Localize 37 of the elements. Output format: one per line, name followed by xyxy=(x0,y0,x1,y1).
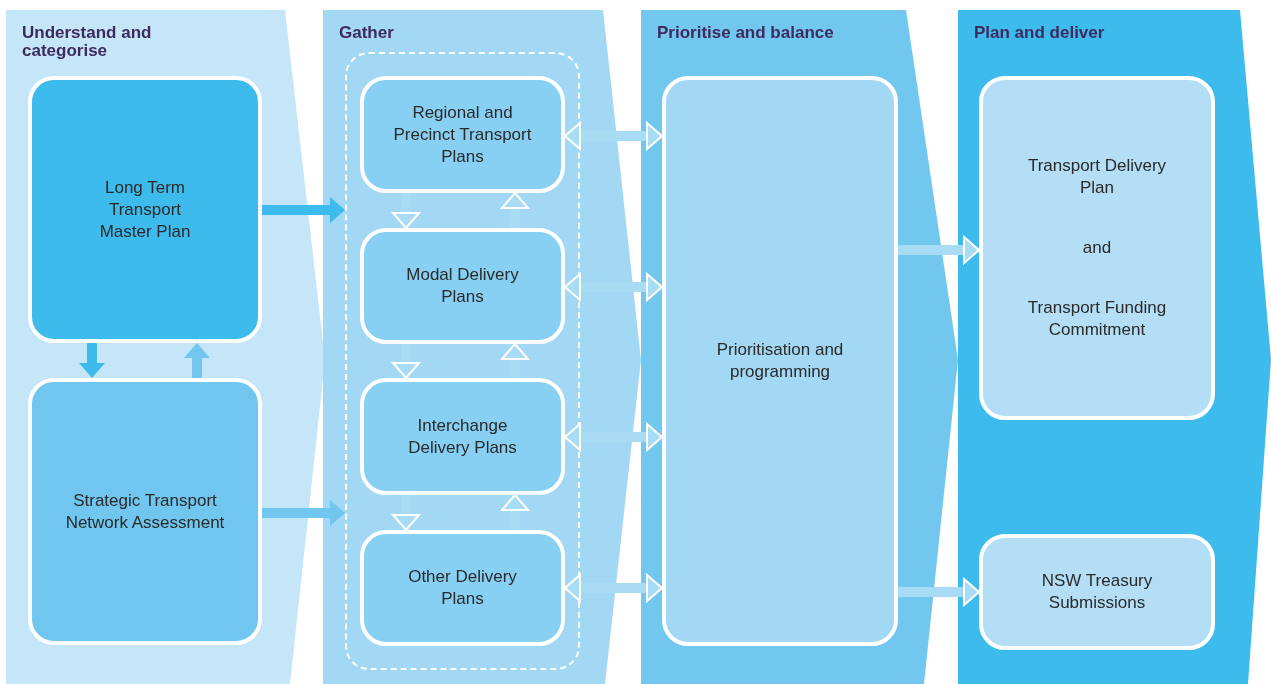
phase-title: Prioritise and balance xyxy=(657,24,835,42)
box-text: Strategic Transport Network Assessment xyxy=(64,489,226,534)
box-text: Transport Delivery Plan xyxy=(1026,155,1168,199)
block-arrow xyxy=(262,197,345,223)
dashed-group-outline xyxy=(345,52,580,670)
phase-title: Understand and categorise xyxy=(22,24,153,60)
box-text: Prioritisation and programming xyxy=(715,339,845,383)
box-text: NSW Treasury Submissions xyxy=(1040,570,1154,614)
phase-band xyxy=(641,10,958,684)
block-arrow xyxy=(564,574,663,602)
phase-title: Gather xyxy=(339,24,395,42)
rounded-process-box xyxy=(28,378,262,645)
rounded-process-box xyxy=(360,530,565,646)
phase-band xyxy=(958,10,1271,684)
box-text: Interchange Delivery Plans xyxy=(407,414,518,459)
box-text: Regional and Precinct Transport Plans xyxy=(392,101,533,168)
phase-band xyxy=(323,10,641,684)
rounded-process-box xyxy=(28,76,262,343)
box-text: Transport Funding Commitment xyxy=(1026,297,1168,341)
phase-title: Plan and deliver xyxy=(974,24,1106,42)
box-text: Other Delivery Plans xyxy=(407,566,518,610)
rounded-process-box xyxy=(662,76,898,646)
box-text: and xyxy=(1082,237,1112,259)
block-arrow xyxy=(79,343,105,378)
block-arrow xyxy=(564,122,663,150)
block-arrow xyxy=(564,273,663,301)
block-arrow xyxy=(184,343,210,378)
rounded-process-box xyxy=(360,228,565,344)
phase-band xyxy=(6,10,325,684)
rounded-process-box xyxy=(360,76,565,193)
block-arrow xyxy=(564,423,663,451)
box-text: Modal Delivery Plans xyxy=(405,264,520,308)
block-arrow xyxy=(262,500,345,526)
rounded-process-box xyxy=(979,534,1215,650)
rounded-process-box xyxy=(979,76,1215,420)
box-text: Long Term Transport Master Plan xyxy=(98,176,192,243)
rounded-process-box xyxy=(360,378,565,495)
